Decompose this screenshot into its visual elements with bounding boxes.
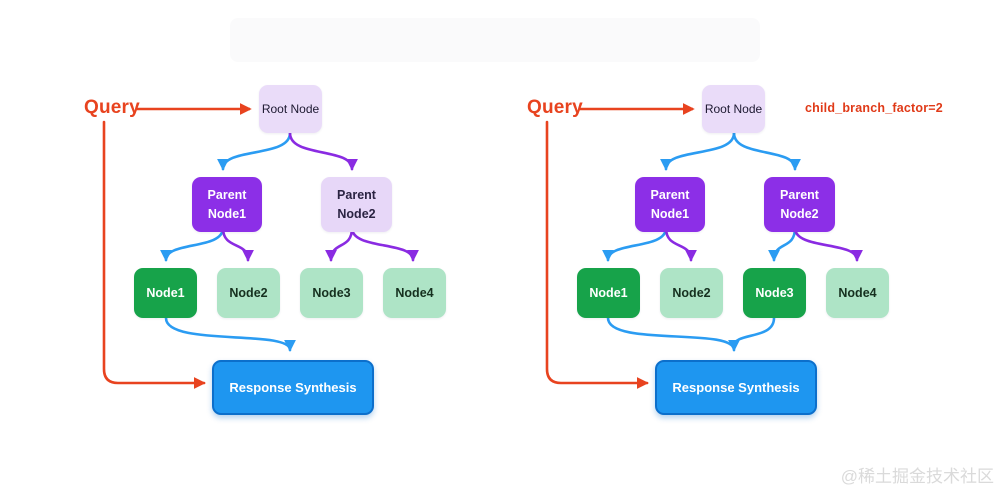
- left-root-to-parent1-arrow: [217, 131, 292, 171]
- right-query-to-synthesis-arrow: [545, 120, 649, 389]
- right-parent2-to-node3-arrow: [768, 226, 797, 262]
- right-node4-box: Node4: [826, 268, 889, 318]
- left-node1-to-synthesis-arrow: [164, 316, 296, 352]
- right-parent-node2-label: Parent Node2: [780, 187, 819, 221]
- left-node2-label: Node2: [229, 285, 268, 300]
- left-response-synthesis-label: Response Synthesis: [229, 379, 357, 395]
- left-parent-node2-label: Parent Node2: [337, 187, 376, 221]
- left-node3-label: Node3: [312, 285, 351, 300]
- right-node3-to-synthesis-arrow: [732, 316, 776, 348]
- right-parent-node1-box: Parent Node1: [635, 177, 705, 232]
- left-parent-node2-box: Parent Node2: [321, 177, 392, 232]
- right-node1-to-synthesis-arrow: [606, 316, 740, 352]
- left-node3-box: Node3: [300, 268, 363, 318]
- watermark: @稀土掘金技术社区: [840, 467, 994, 486]
- left-parent2-to-node3-arrow: [325, 226, 354, 262]
- left-node2-box: Node2: [217, 268, 280, 318]
- right-parent-node1-label: Parent Node1: [650, 187, 690, 221]
- right-node3-box: Node3: [743, 268, 806, 318]
- child-branch-factor-annotation: child_branch_factor=2: [805, 101, 943, 115]
- left-node1-label: Node1: [146, 285, 185, 300]
- right-node3-label: Node3: [755, 285, 794, 300]
- left-parent-node1-label: Parent Node1: [207, 187, 247, 221]
- left-query-to-synthesis-arrow: [102, 120, 206, 389]
- right-node2-label: Node2: [672, 285, 711, 300]
- left-parent1-to-node1-arrow: [160, 226, 225, 262]
- right-response-synthesis-label: Response Synthesis: [672, 379, 800, 395]
- background-band: [230, 18, 760, 62]
- right-parent2-to-node4-arrow: [793, 226, 863, 262]
- right-root-node-box: Root Node: [702, 85, 765, 133]
- right-node2-box: Node2: [660, 268, 723, 318]
- left-root-node-label: Root Node: [261, 102, 320, 116]
- left-parent1-to-node2-arrow: [221, 226, 254, 262]
- left-node4-label: Node4: [395, 285, 434, 300]
- left-parent2-to-node4-arrow: [350, 226, 419, 262]
- left-node1-box: Node1: [134, 268, 197, 318]
- right-parent-node2-box: Parent Node2: [764, 177, 835, 232]
- right-parent1-to-node1-arrow: [602, 226, 668, 262]
- right-parent1-to-node2-arrow: [664, 226, 697, 262]
- right-query-label: Query: [527, 97, 583, 118]
- right-root-node-label: Root Node: [704, 102, 763, 116]
- right-node1-box: Node1: [577, 268, 640, 318]
- right-node4-label: Node4: [838, 285, 877, 300]
- right-response-synthesis-box: Response Synthesis: [655, 360, 817, 415]
- left-response-synthesis-box: Response Synthesis: [212, 360, 374, 415]
- left-query-label: Query: [84, 97, 140, 118]
- right-node1-label: Node1: [589, 285, 628, 300]
- right-root-to-parent2-arrow: [732, 131, 801, 171]
- left-root-to-parent2-arrow: [288, 131, 358, 171]
- left-root-node-box: Root Node: [259, 85, 322, 133]
- left-node4-box: Node4: [383, 268, 446, 318]
- left-parent-node1-box: Parent Node1: [192, 177, 262, 232]
- right-root-to-parent1-arrow: [660, 131, 736, 171]
